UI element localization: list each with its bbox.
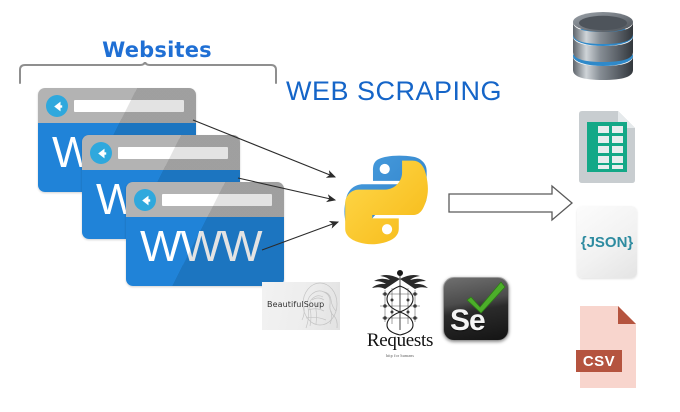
requests-logo-icon: Requests http for humans (352, 268, 448, 360)
beautifulsoup-sketch-graphic (301, 282, 338, 329)
diagram-title: WEB SCRAPING (286, 76, 503, 106)
back-arrow-icon[interactable] (134, 189, 156, 211)
websites-bracket (19, 62, 277, 84)
beautifulsoup-logo-icon: BeautifulSoup (262, 282, 340, 330)
selenium-label: Se (450, 304, 486, 337)
output-flow-arrow (448, 184, 574, 222)
spreadsheet-file-icon (579, 111, 635, 183)
database-cylinder-icon (573, 12, 633, 80)
browser-address-bar[interactable] (74, 100, 184, 112)
back-arrow-icon[interactable] (90, 142, 112, 164)
browser-address-bar[interactable] (162, 194, 272, 206)
csv-label: CSV (576, 350, 622, 372)
json-file-icon: {JSON} (577, 206, 637, 278)
green-check-icon (466, 281, 506, 314)
browser-address-bar[interactable] (118, 147, 228, 159)
browser-www-label: WWW (140, 222, 263, 271)
browser-window-3[interactable]: WWW (126, 182, 284, 286)
python-logo-icon (344, 155, 428, 245)
json-label: {JSON} (580, 233, 634, 251)
requests-caduceus-icon (372, 270, 428, 336)
selenium-logo-icon: Se (443, 277, 509, 341)
beautifulsoup-label: BeautifulSoup (267, 300, 325, 309)
csv-file-icon: CSV (574, 306, 640, 388)
requests-label: Requests (366, 330, 434, 351)
requests-tagline: http for humans (385, 353, 415, 358)
back-arrow-icon[interactable] (46, 95, 68, 117)
csv-document-shape (580, 306, 636, 388)
websites-group-label: Websites (102, 38, 212, 62)
browser-body (126, 217, 284, 286)
